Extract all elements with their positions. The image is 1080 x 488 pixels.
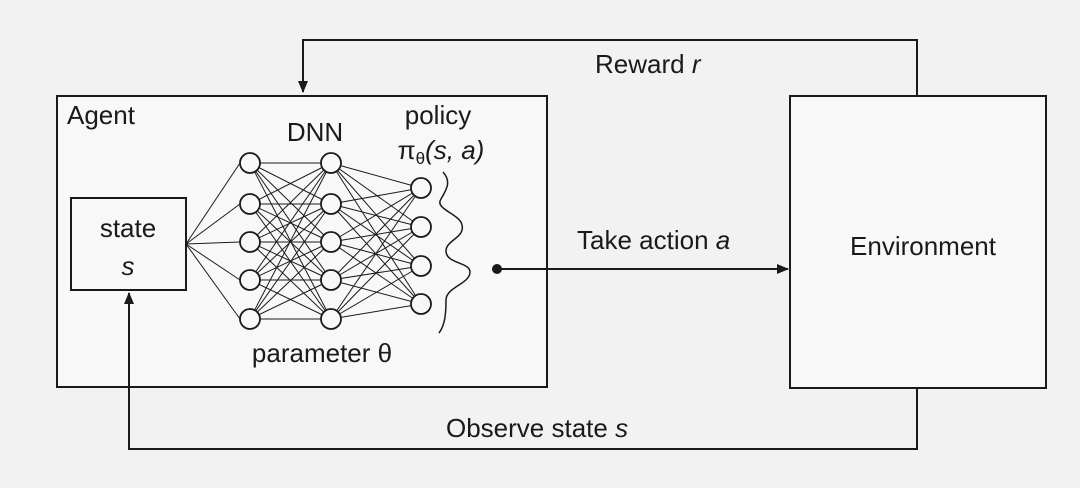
network-connection (330, 187, 422, 320)
input-connection (185, 162, 241, 245)
network-node (410, 216, 432, 238)
input-connection (185, 243, 241, 281)
network-node (239, 308, 261, 330)
network-connection (330, 162, 422, 189)
network-connection (249, 162, 332, 320)
network-connection (249, 162, 332, 243)
network-connection (330, 187, 422, 205)
network-node (320, 308, 342, 330)
network-connection (330, 303, 422, 320)
network-node (320, 152, 342, 174)
network-node (410, 255, 432, 277)
policy-label: policy (405, 100, 471, 130)
network-connection (330, 162, 422, 228)
agent-label: Agent (67, 100, 136, 130)
state-label: state (100, 213, 156, 243)
network-node (239, 231, 261, 253)
network-node (320, 193, 342, 215)
network-node (320, 231, 342, 253)
reward-label: Reward r (595, 49, 702, 79)
input-connection (185, 241, 241, 245)
network-node (239, 269, 261, 291)
network-connection (330, 187, 422, 243)
network-connection (249, 203, 332, 243)
dnn-label: DNN (287, 117, 343, 147)
input-connection (185, 203, 241, 245)
observe-state-arrow (124, 292, 918, 450)
network-node (239, 193, 261, 215)
input-connection (185, 243, 241, 320)
parameter-label: parameter θ (252, 338, 392, 368)
network-node (410, 177, 432, 199)
reward-feedback-arrow (298, 39, 918, 95)
network-connection (249, 162, 332, 205)
network-node (239, 152, 261, 174)
network-connection (330, 187, 422, 281)
network-connection (249, 162, 332, 281)
policy-distribution-curve (438, 171, 471, 334)
network-node (410, 293, 432, 315)
observe-state-label: Observe state s (446, 413, 628, 443)
state-symbol: s (122, 251, 135, 281)
network-connection (330, 226, 422, 320)
neural-network (185, 152, 432, 330)
network-connection (249, 241, 332, 320)
network-connection (249, 279, 332, 320)
network-node (320, 269, 342, 291)
take-action-label: Take action a (577, 225, 730, 255)
environment-label: Environment (850, 231, 997, 261)
state-box (70, 197, 187, 291)
policy-formula: πθ(s, a) (398, 135, 485, 168)
network-connection (249, 203, 332, 320)
network-connection (330, 265, 422, 320)
